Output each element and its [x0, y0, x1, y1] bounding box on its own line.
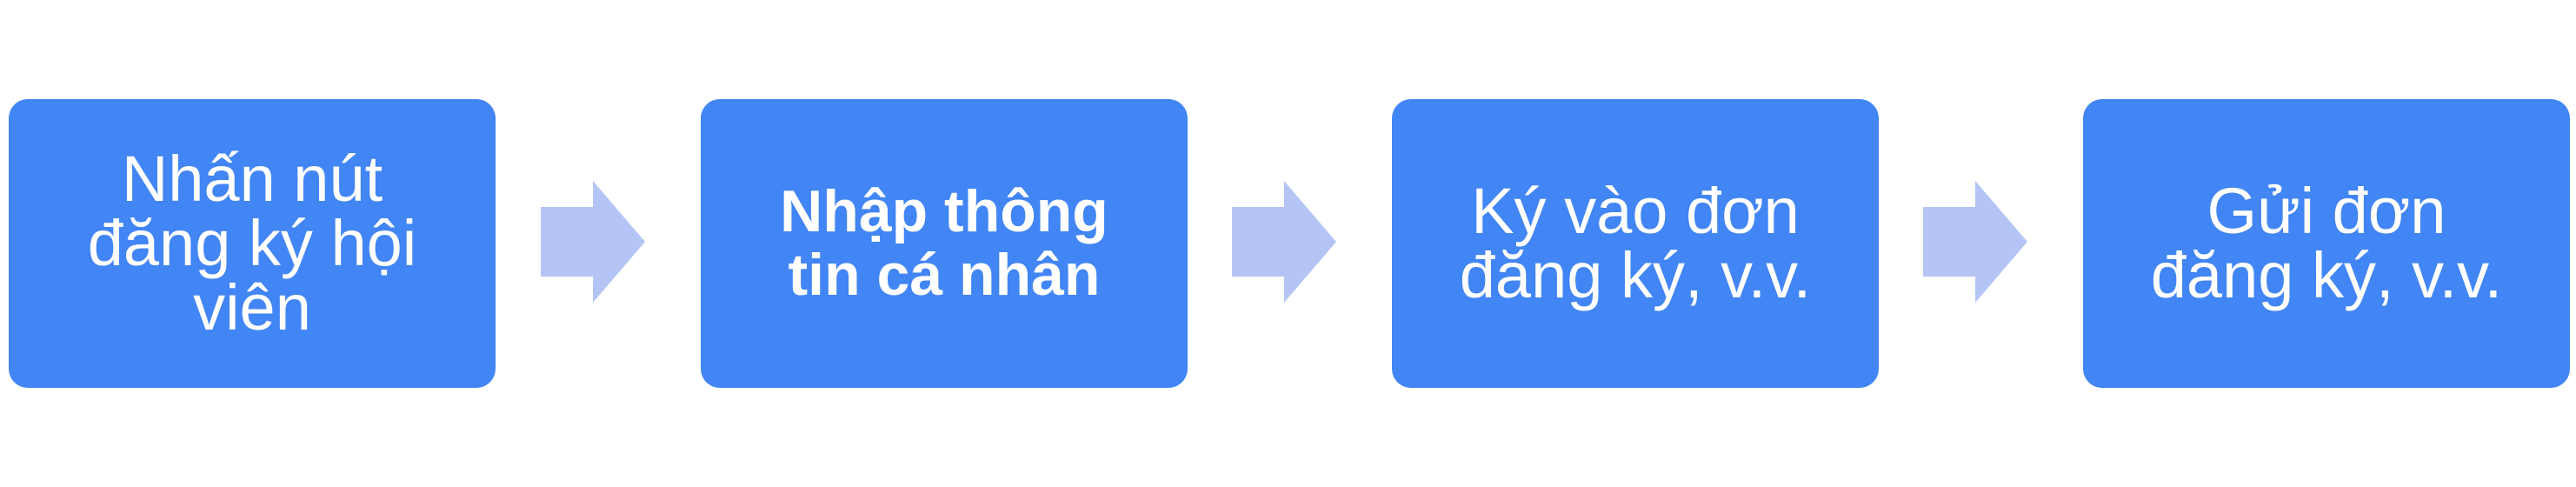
step-1-box: Nhấn nút đăng ký hội viên	[9, 99, 496, 388]
step-4-box: Gửi đơn đăng ký, v.v.	[2083, 99, 2570, 388]
step-1-label: Nhấn nút đăng ký hội viên	[87, 143, 417, 344]
arrow-right-icon	[1923, 181, 2027, 303]
arrow-right-icon	[1232, 181, 1336, 303]
step-3-box: Ký vào đơn đăng ký, v.v.	[1392, 99, 1879, 388]
arrow-right-icon	[541, 181, 645, 303]
step-4-label: Gửi đơn đăng ký, v.v.	[2150, 175, 2503, 311]
step-3-label: Ký vào đơn đăng ký, v.v.	[1459, 175, 1812, 311]
step-2-box: Nhập thông tin cá nhân	[701, 99, 1188, 388]
step-2-label: Nhập thông tin cá nhân	[780, 177, 1108, 308]
